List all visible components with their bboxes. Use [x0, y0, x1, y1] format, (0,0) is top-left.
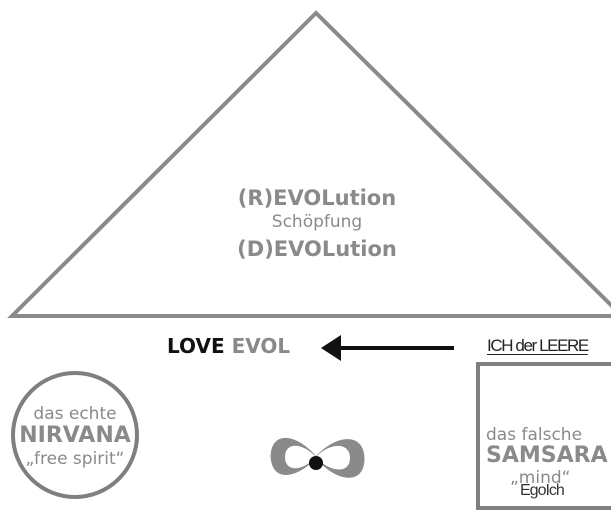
- arrow-head: [321, 335, 341, 361]
- love-word: LOVE: [167, 334, 225, 358]
- nirvana-free-spirit: „free spirit“: [25, 449, 125, 469]
- nirvana-line-das-echte: das echte: [33, 404, 117, 424]
- samsara-title: SAMSARA: [486, 443, 608, 468]
- triangle-title-revolution: (R)EVOLution: [237, 186, 397, 210]
- samsara-mind: „mind“: [510, 468, 571, 488]
- love-evol-label: LOVE EVOL: [167, 334, 290, 358]
- infinity-center-dot: [309, 456, 323, 470]
- evol-word: EVOL: [231, 334, 291, 358]
- samsara-egoich: EgoIch: [520, 482, 565, 499]
- triangle-subtitle-schoepfung: Schöpfung: [271, 212, 363, 232]
- samsara-line-das-falsche: das falsche: [486, 425, 583, 445]
- samsara-box: [476, 362, 611, 510]
- nirvana-title: NIRVANA: [19, 423, 131, 448]
- nirvana-circle: [11, 371, 139, 499]
- creation-triangle: [7, 10, 611, 318]
- triangle-title-devolution: (D)EVOLution: [237, 237, 397, 261]
- ich-der-leere-label: ICH der LEERE: [487, 336, 589, 355]
